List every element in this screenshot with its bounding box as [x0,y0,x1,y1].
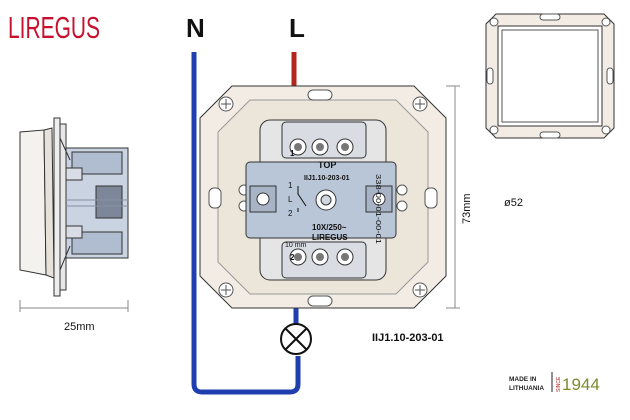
neutral-terminal-label: N [186,13,205,43]
module-top-label: TOP [318,160,336,170]
frame-front-view [485,13,615,139]
module-pos1-label: 1 [288,181,293,190]
module-pos2-label: 2 [288,209,293,218]
badge-since: SINCE [556,376,562,392]
brand-logo-text: LIREGUS [8,10,100,45]
switch-module [245,119,397,281]
module-brand-label: LIREGUS [312,233,348,242]
module-rating-label: 10X/250~ [312,223,347,232]
diameter-label: ø52 [504,197,523,209]
terminal-pin1-label: 1 [290,149,295,158]
neutral-wire [191,52,301,395]
origin-badge: MADE IN LITHUANIA SINCE 1944 [509,372,600,394]
width-dimension-label: 25mm [64,321,95,333]
live-terminal-label: L [289,13,305,43]
badge-year: 1944 [562,375,600,394]
lamp-icon [280,323,312,355]
module-model-label: IIJ1.10-203-01 [304,175,350,182]
module-l-label: L [288,195,293,204]
module-side-code: 338-00-01-00-01 [374,174,381,244]
badge-made-in: MADE IN [509,376,537,383]
terminal-pin2-label: 2 [290,253,295,262]
height-dimension-label: 73mm [461,193,473,224]
height-dimension [446,85,460,309]
side-view [19,117,129,312]
badge-country: LITHUANIA [509,385,544,392]
model-caption: IIJ1.10-203-01 [372,332,444,344]
strip-length-label: 10 mm [285,242,307,249]
brand-logo: LIREGUS [8,10,100,45]
